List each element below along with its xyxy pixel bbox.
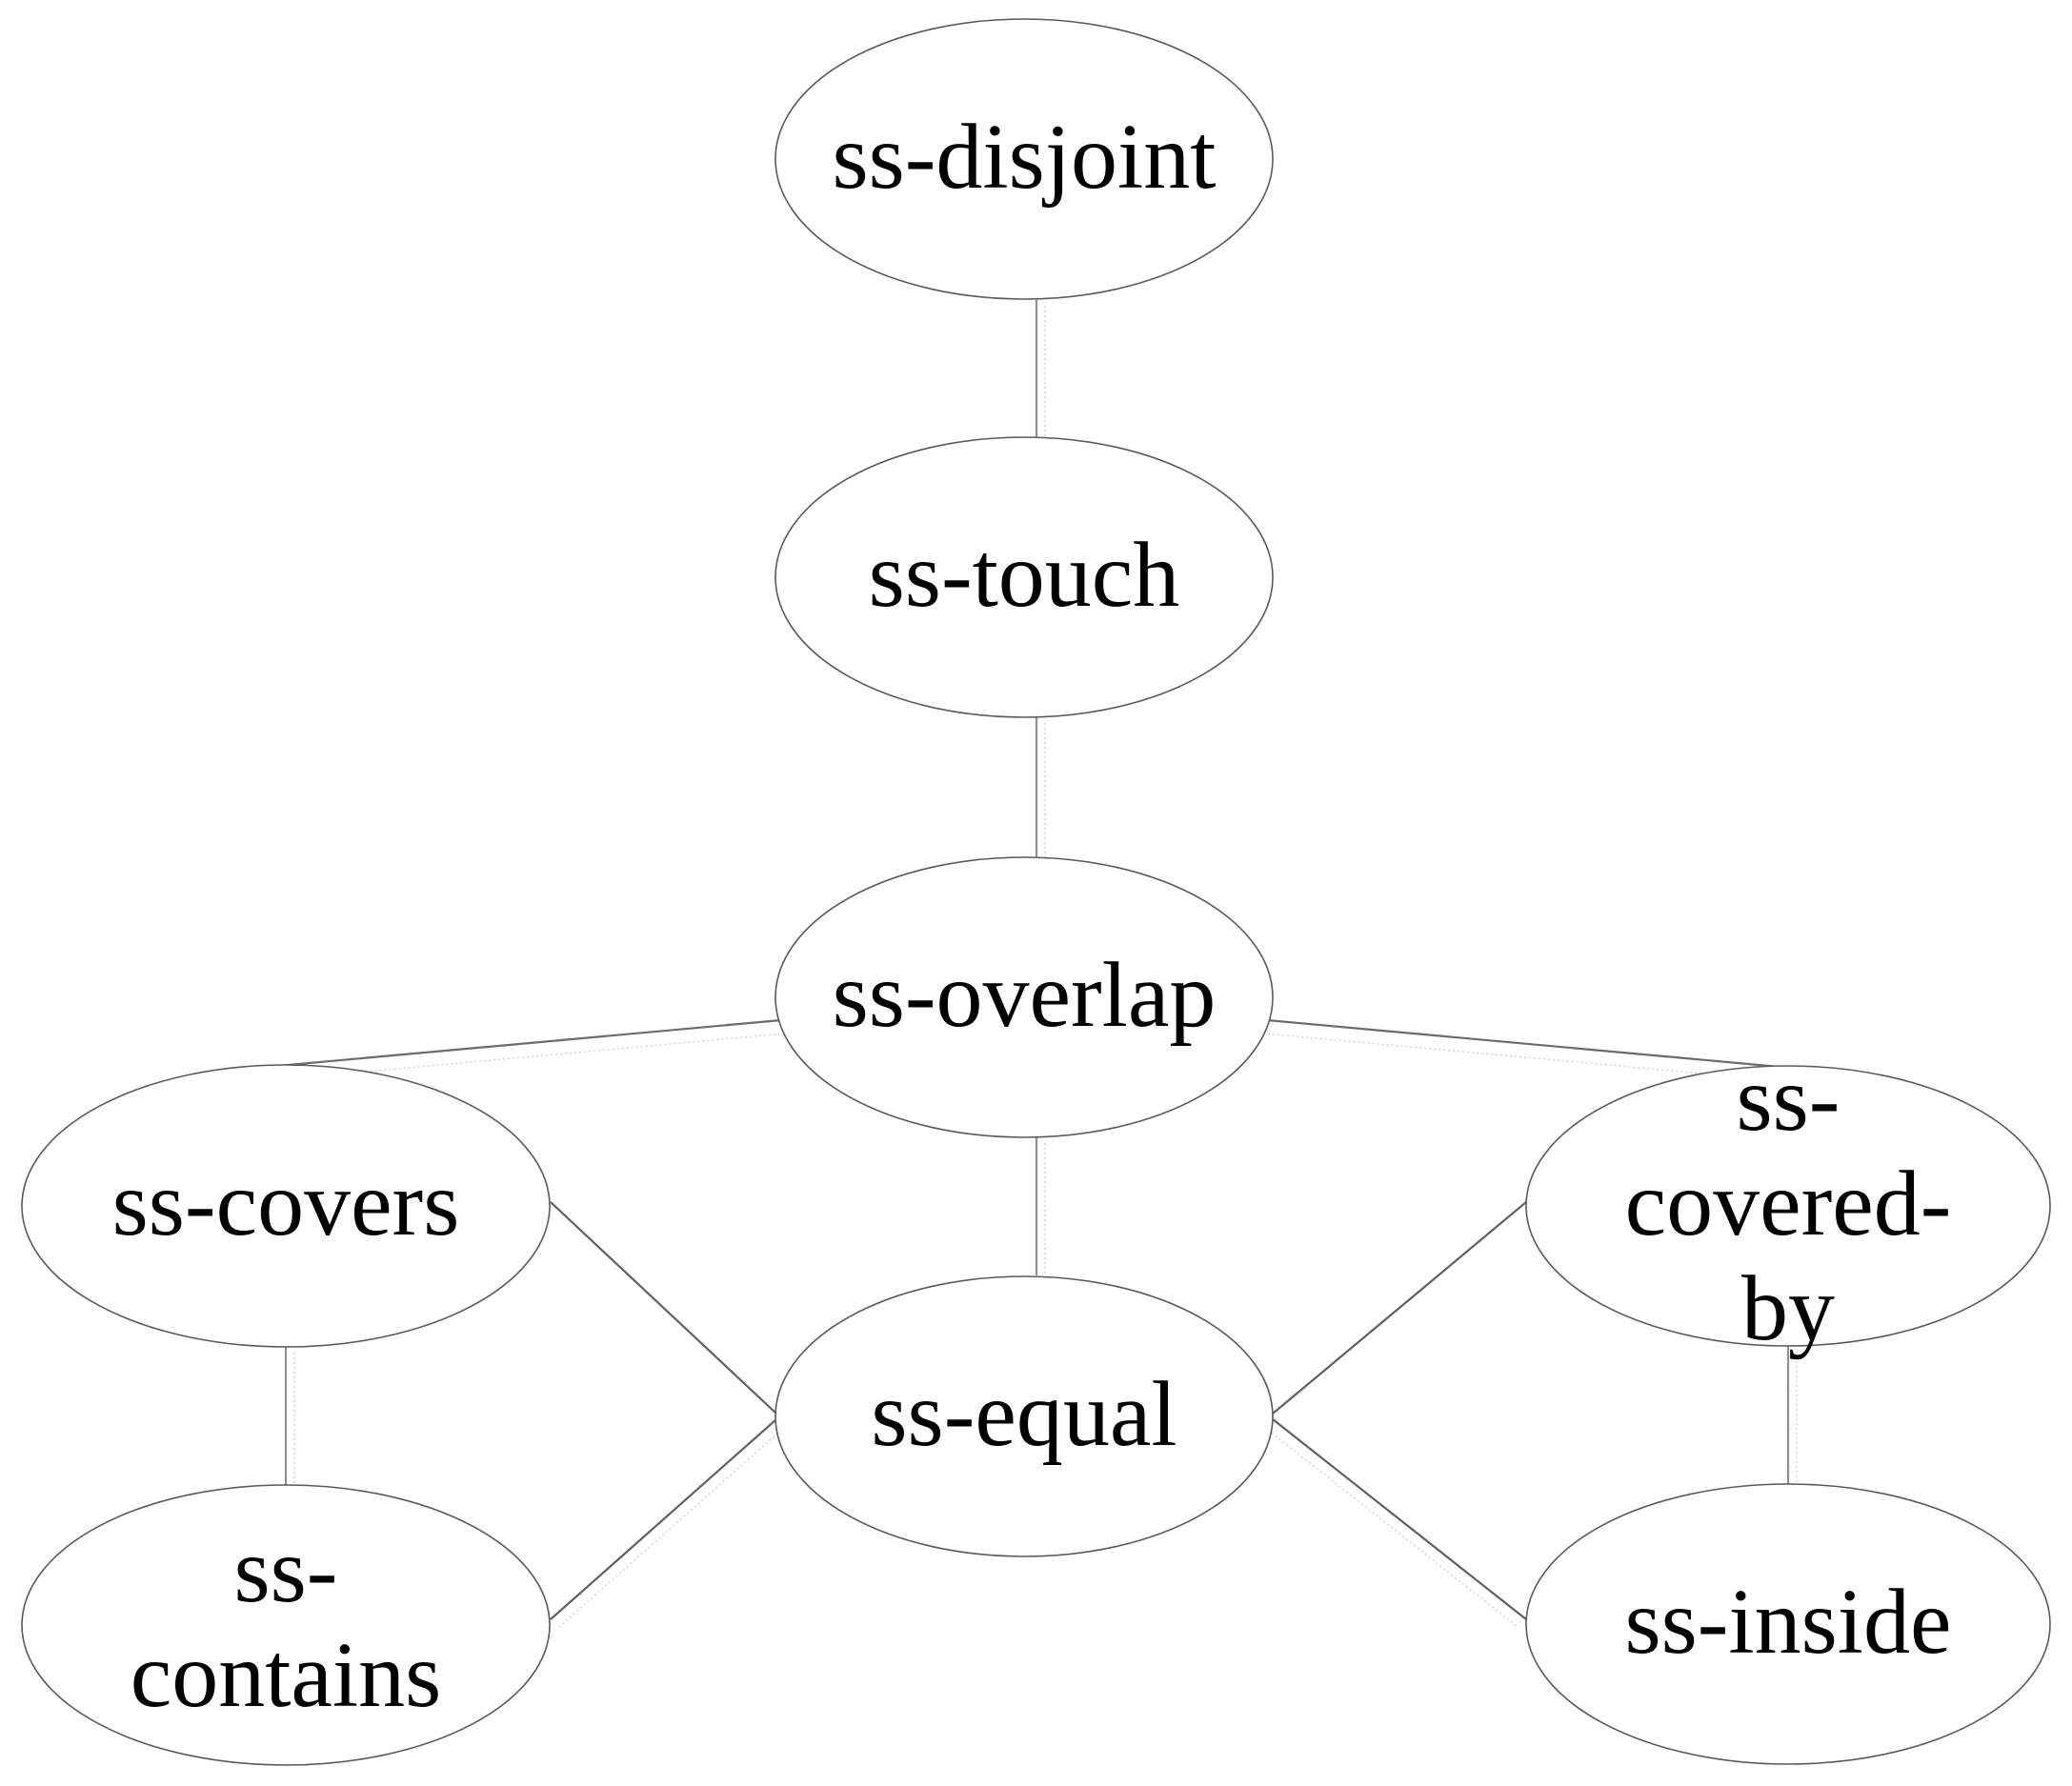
node-label-line: ss-equal (871, 1363, 1177, 1466)
node-layer (21, 18, 2051, 1766)
node-label-line: ss-touch (869, 524, 1180, 627)
edge-ss-equal--ss-contains (550, 1418, 777, 1620)
edge-shadow-ss-equal--ss-inside (1263, 1426, 1519, 1628)
node-label-ss-touch: ss-touch (869, 524, 1180, 627)
node-ellipse-ss-covers (21, 1064, 551, 1348)
node-label-line: ss-inside (1625, 1571, 1952, 1674)
node-label-ss-contains: ss-contains (131, 1519, 442, 1727)
edge-shadow-ss-overlap--ss-covered-by (1262, 1033, 1777, 1081)
edge-ss-equal--ss-covered-by (1272, 1201, 1527, 1415)
node-label-ss-inside: ss-inside (1625, 1571, 1952, 1674)
node-label-line: ss-covers (112, 1153, 460, 1255)
node-ellipse-ss-contains (21, 1484, 551, 1766)
node-ellipse-ss-inside (1525, 1483, 2051, 1765)
node-label-line: ss- (1737, 1048, 1841, 1151)
node-label-line: by (1741, 1257, 1835, 1360)
node-label-line: covered- (1625, 1153, 1952, 1255)
node-label-ss-overlap: ss-overlap (833, 944, 1217, 1047)
node-label-ss-covered-by: ss-covered-by (1625, 1048, 1952, 1360)
node-label-ss-equal: ss-equal (871, 1363, 1177, 1466)
node-label-line: contains (131, 1624, 442, 1727)
node-label-line: ss-overlap (833, 944, 1217, 1047)
node-label-ss-disjoint: ss-disjoint (833, 106, 1217, 209)
edge-ss-equal--ss-covers (550, 1201, 777, 1415)
edge-ss-overlap--ss-covers (277, 1018, 782, 1068)
node-ellipse-ss-disjoint (774, 18, 1274, 300)
node-ellipse-ss-touch (774, 436, 1274, 718)
edge-ss-equal--ss-inside (1272, 1418, 1527, 1620)
edge-layer (277, 300, 1790, 1620)
node-label-line: ss-disjoint (833, 106, 1217, 209)
label-layer: ss-disjoint ss-touch ss-overlap ss-equal ss-… (112, 106, 1952, 1727)
node-ellipse-ss-covered-by (1525, 1065, 2051, 1347)
node-label-line: ss- (234, 1519, 338, 1622)
node-label-ss-covers: ss-covers (112, 1153, 460, 1255)
edge-shadow-ss-equal--ss-contains (558, 1426, 786, 1628)
node-ellipse-ss-equal (774, 1275, 1274, 1557)
edge-ss-overlap--ss-covered-by (1266, 1018, 1780, 1069)
node-ellipse-ss-overlap (774, 856, 1274, 1138)
